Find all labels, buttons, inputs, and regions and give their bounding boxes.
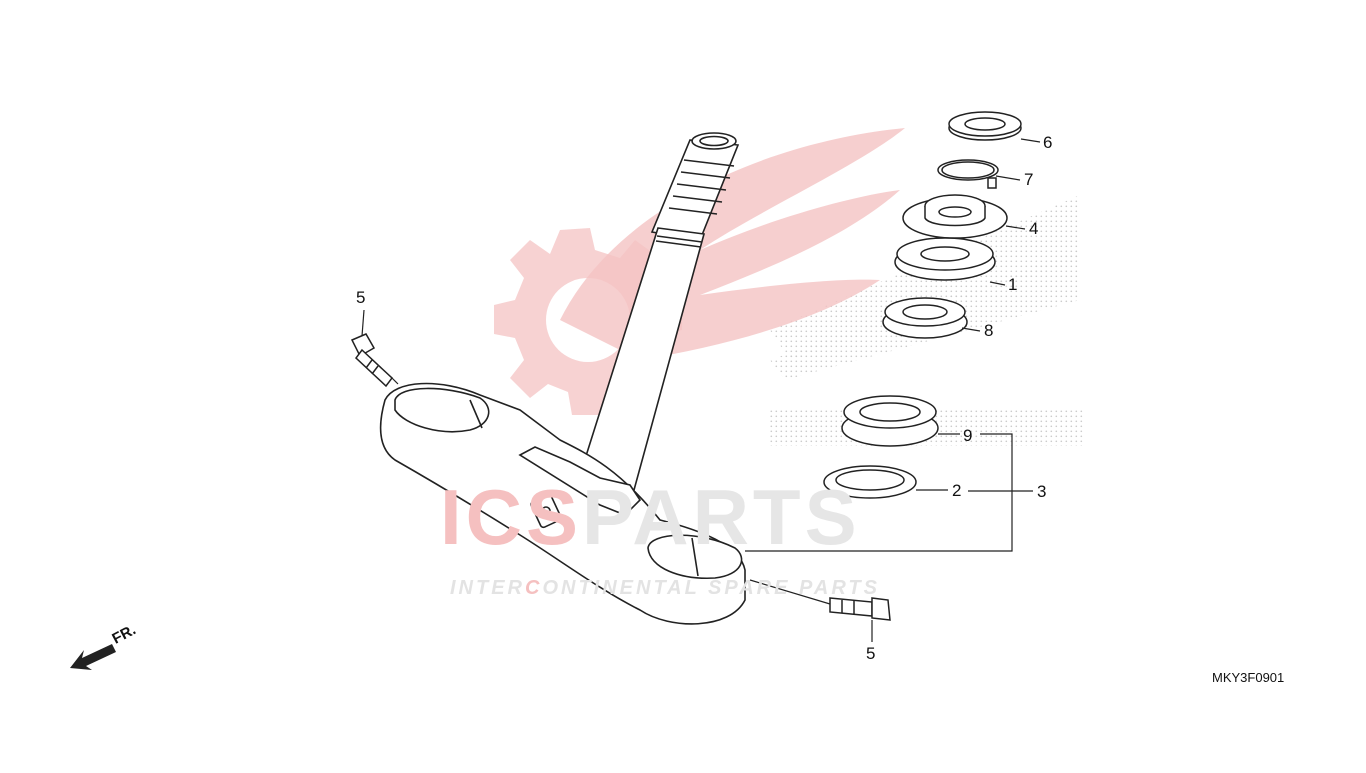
callout-3: 3 [1037, 482, 1047, 501]
lock-washer-7 [937, 159, 999, 189]
dust-seal-2 [823, 465, 917, 499]
diagram-code: MKY3F0901 [1212, 670, 1285, 685]
callout-4: 4 [1029, 219, 1039, 238]
dust-seal-1 [894, 237, 996, 281]
callout-5-lower: 5 [866, 644, 876, 663]
leader-lines [361, 138, 1041, 642]
adjusting-nut-4 [902, 194, 1008, 239]
watermark-brand: ICSPARTS [440, 478, 861, 556]
watermark-tagline-rest: ONTINENTAL SPARE PARTS [542, 577, 880, 599]
watermark-tagline: INTERCONTINENTAL SPARE PARTS [450, 578, 880, 598]
callout-6: 6 [1043, 133, 1053, 152]
watermark-brand-parts: PARTS [582, 473, 861, 561]
callout-9: 9 [963, 426, 973, 445]
steering-stem [578, 132, 740, 491]
lower-triple-clamp [379, 382, 746, 625]
front-arrow-icon [70, 644, 116, 670]
callout-1: 1 [1008, 275, 1018, 294]
bolt-lower-right [829, 597, 891, 621]
lock-nut-6 [948, 111, 1022, 141]
watermark-tagline-inter: INTER [450, 577, 525, 599]
callout-5-upper: 5 [356, 288, 366, 307]
callout-8: 8 [984, 321, 994, 340]
watermark-tagline-c: C [525, 577, 543, 599]
bearing-9 [841, 395, 939, 447]
watermark-brand-ics: ICS [440, 473, 583, 561]
callout-7: 7 [1024, 170, 1034, 189]
bolt-upper-left [350, 333, 394, 388]
bearing-8 [882, 297, 968, 339]
callout-2: 2 [952, 481, 962, 500]
